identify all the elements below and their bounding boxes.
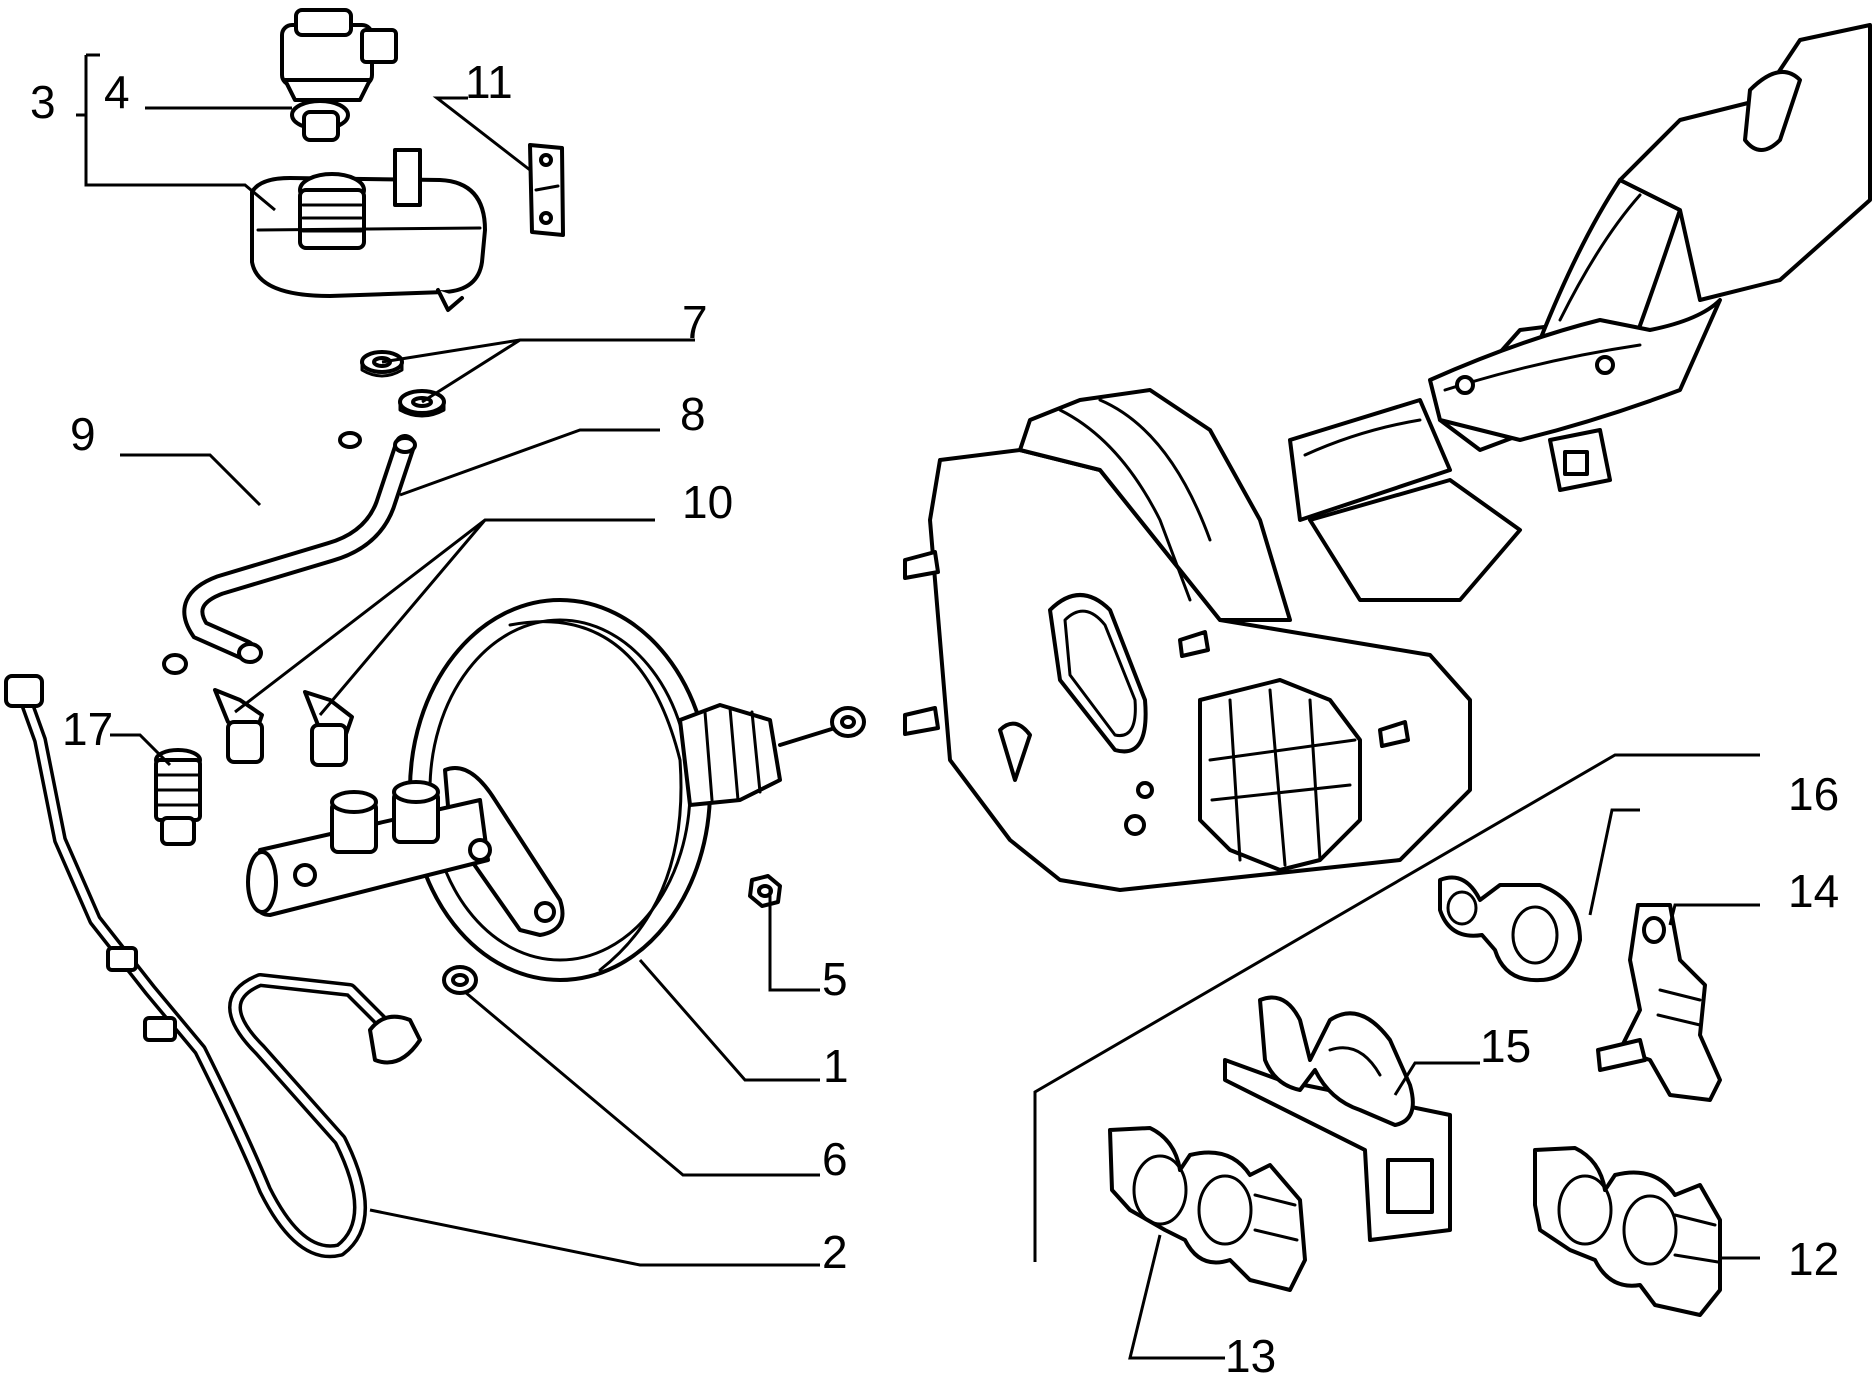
callout-14: 14	[1788, 865, 1839, 917]
clip-14-part	[1596, 903, 1722, 1102]
reservoir-cap-part	[280, 8, 398, 142]
callout-2: 2	[822, 1226, 848, 1278]
callout-13: 13	[1225, 1330, 1276, 1376]
brake-booster-part	[408, 598, 866, 982]
nut-part	[748, 874, 782, 908]
clip-12-part	[1533, 1146, 1722, 1317]
hose-part	[106, 431, 362, 675]
vacuum-line-part	[4, 674, 422, 1259]
bracket-plate-part	[528, 143, 565, 237]
pedal-box-assembly-part	[903, 23, 1872, 892]
callout-9: 9	[70, 408, 96, 460]
clip-13-part	[1108, 1126, 1307, 1292]
fluid-reservoir-part	[250, 148, 487, 312]
leader-lines	[76, 53, 1760, 1360]
callout-5: 5	[822, 953, 848, 1005]
seal-rings-part	[360, 350, 446, 418]
callout-8: 8	[680, 388, 706, 440]
clip-16-part	[1438, 875, 1582, 983]
callout-3: 3	[30, 76, 56, 128]
clip-15-part	[1223, 995, 1452, 1242]
callout-16: 16	[1788, 768, 1839, 820]
washer-part	[442, 965, 478, 995]
callout-6: 6	[822, 1133, 848, 1185]
detail-inset-divider	[1033, 753, 1760, 1262]
callout-17: 17	[62, 703, 113, 755]
elbow-fitting-part	[213, 688, 354, 767]
callout-1: 1	[823, 1040, 849, 1092]
callout-15: 15	[1480, 1020, 1531, 1072]
callout-10: 10	[682, 476, 733, 528]
callout-12: 12	[1788, 1233, 1839, 1285]
hose-part-2	[182, 434, 417, 664]
callout-7: 7	[682, 296, 708, 348]
callout-4: 4	[104, 66, 130, 118]
vacuum-valve-part	[154, 748, 202, 846]
master-cylinder-part	[246, 780, 492, 917]
callout-11: 11	[465, 56, 513, 108]
